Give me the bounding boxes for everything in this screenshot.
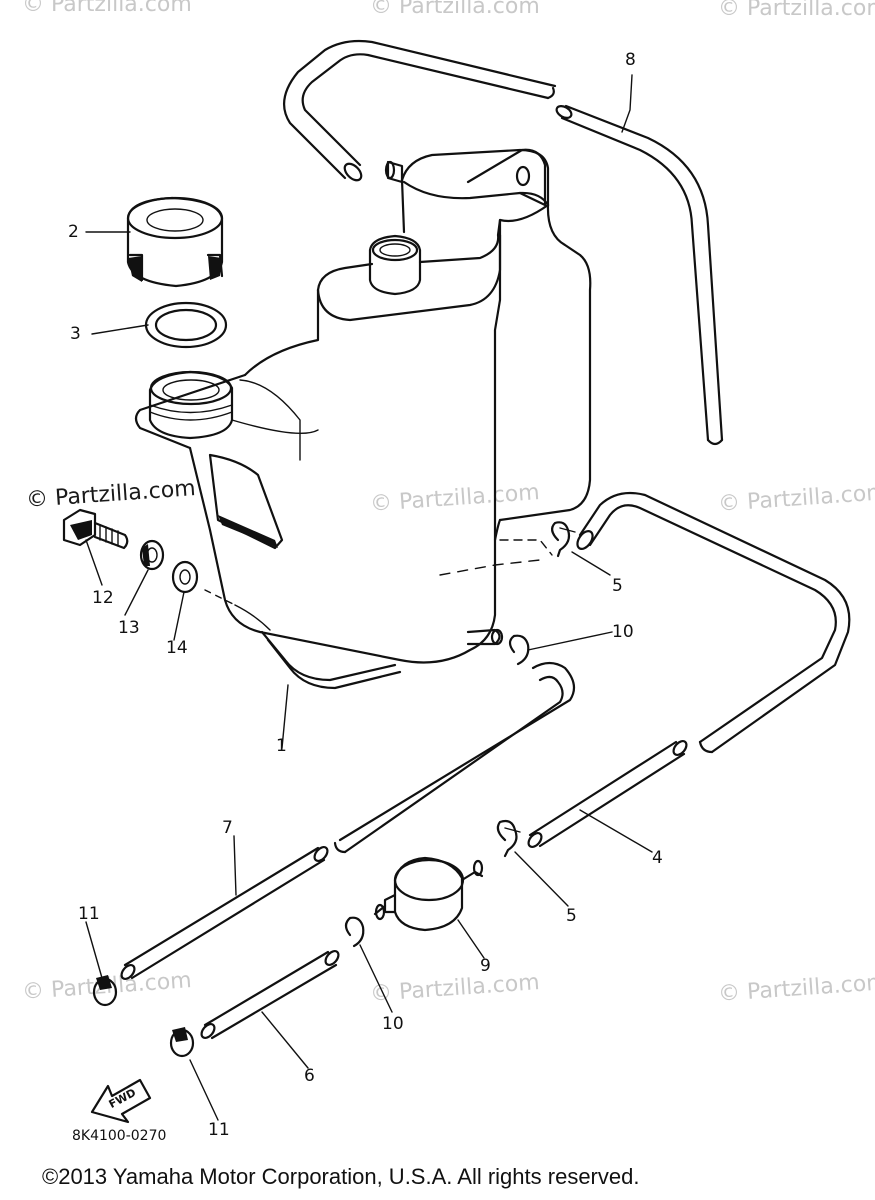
callout-13: 13 [118, 618, 140, 638]
hose-6[interactable] [199, 949, 341, 1041]
bolt-12[interactable] [62, 508, 129, 550]
callout-6: 6 [304, 1066, 315, 1086]
clamp-11-upper[interactable] [92, 975, 118, 1007]
clip-5-lower[interactable] [496, 819, 521, 858]
callout-4: 4 [652, 848, 663, 868]
callout-3: 3 [70, 324, 81, 344]
clip-10-upper[interactable] [508, 634, 530, 666]
callout-10-upper: 10 [612, 622, 634, 642]
hose-4[interactable] [526, 491, 851, 849]
gasket-3[interactable] [144, 301, 228, 349]
clamp-11-lower[interactable] [169, 1027, 195, 1058]
hose-8[interactable] [282, 39, 724, 446]
callout-14: 14 [166, 638, 188, 658]
callout-11-lower: 11 [208, 1120, 230, 1140]
hose-7[interactable] [119, 661, 576, 981]
callout-2: 2 [68, 222, 79, 242]
callout-11-upper: 11 [78, 904, 100, 924]
callout-8: 8 [625, 50, 636, 70]
callout-12: 12 [92, 588, 114, 608]
callout-5-lower: 5 [566, 906, 577, 926]
clip-10-lower[interactable] [344, 916, 365, 948]
watermark-top-center: © Partzilla.com [370, 0, 540, 19]
filter-9[interactable] [373, 856, 484, 932]
watermark-top-right: © Partzilla.com [718, 0, 875, 21]
washer-14[interactable] [171, 560, 199, 594]
watermark-top-left: © Partzilla.com [22, 0, 192, 17]
clip-5-upper[interactable] [551, 521, 576, 558]
cap-2[interactable] [126, 196, 224, 288]
diagram-code: 8K4100-0270 [72, 1128, 167, 1144]
callout-10-lower: 10 [382, 1014, 404, 1034]
callout-9: 9 [480, 956, 491, 976]
callout-7: 7 [222, 818, 233, 838]
callout-1: 1 [276, 736, 287, 756]
reservoir-tank-1[interactable] [134, 148, 592, 690]
lock-washer-13[interactable] [139, 539, 165, 571]
fwd-arrow-icon [90, 1078, 152, 1124]
copyright-footer: ©2013 Yamaha Motor Corporation, U.S.A. A… [42, 1164, 640, 1189]
leader-lines [85, 74, 653, 1121]
callout-5-upper: 5 [612, 576, 623, 596]
